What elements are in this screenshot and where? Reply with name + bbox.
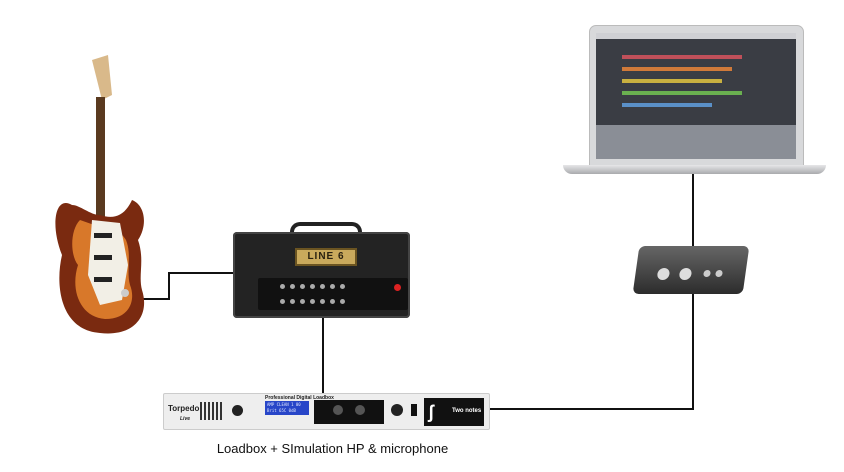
loadbox-variant: Live	[180, 416, 191, 422]
cable-guitar-to-amp-vertical	[168, 272, 170, 300]
cable-loadbox-to-interface-h	[488, 408, 694, 410]
laptop-screen-daw	[596, 33, 796, 159]
cable-guitar-to-amp	[168, 272, 234, 274]
amp-handle	[290, 222, 362, 240]
loadbox-brand-panel: ʃ Two notes	[424, 398, 484, 426]
cable-amp-to-loadbox	[322, 318, 324, 394]
loadbox-model: Torpedo	[168, 404, 200, 413]
loadbox-faders	[200, 402, 222, 420]
diagram-caption: Loadbox + SImulation HP & microphone	[216, 441, 449, 456]
two-notes-logo-icon: ʃ	[428, 402, 434, 422]
amp-logo: LINE 6	[295, 248, 357, 266]
loadbox-control-panel	[314, 400, 384, 424]
loadbox-title: Professional Digital Loadbox	[265, 395, 334, 401]
loadbox-output-knob	[391, 404, 403, 416]
lcd-line-2: Brit 65C 0dB	[267, 408, 296, 413]
cable-guitar-jack	[143, 298, 170, 300]
cable-interface-to-laptop	[692, 174, 694, 248]
cable-loadbox-to-interface-v	[692, 292, 694, 410]
laptop-base	[563, 165, 826, 174]
electric-guitar-image	[55, 55, 145, 334]
power-switch-icon	[411, 404, 417, 416]
loadbox-input-knob	[232, 405, 243, 416]
lcd-line-1: AMP CLEAN 1 00	[267, 402, 301, 407]
loadbox-knob	[333, 405, 343, 415]
loadbox-brand: Two notes	[452, 408, 482, 414]
audio-interface-image	[632, 246, 750, 294]
loadbox-knob	[355, 405, 365, 415]
amp-control-panel	[258, 278, 408, 310]
